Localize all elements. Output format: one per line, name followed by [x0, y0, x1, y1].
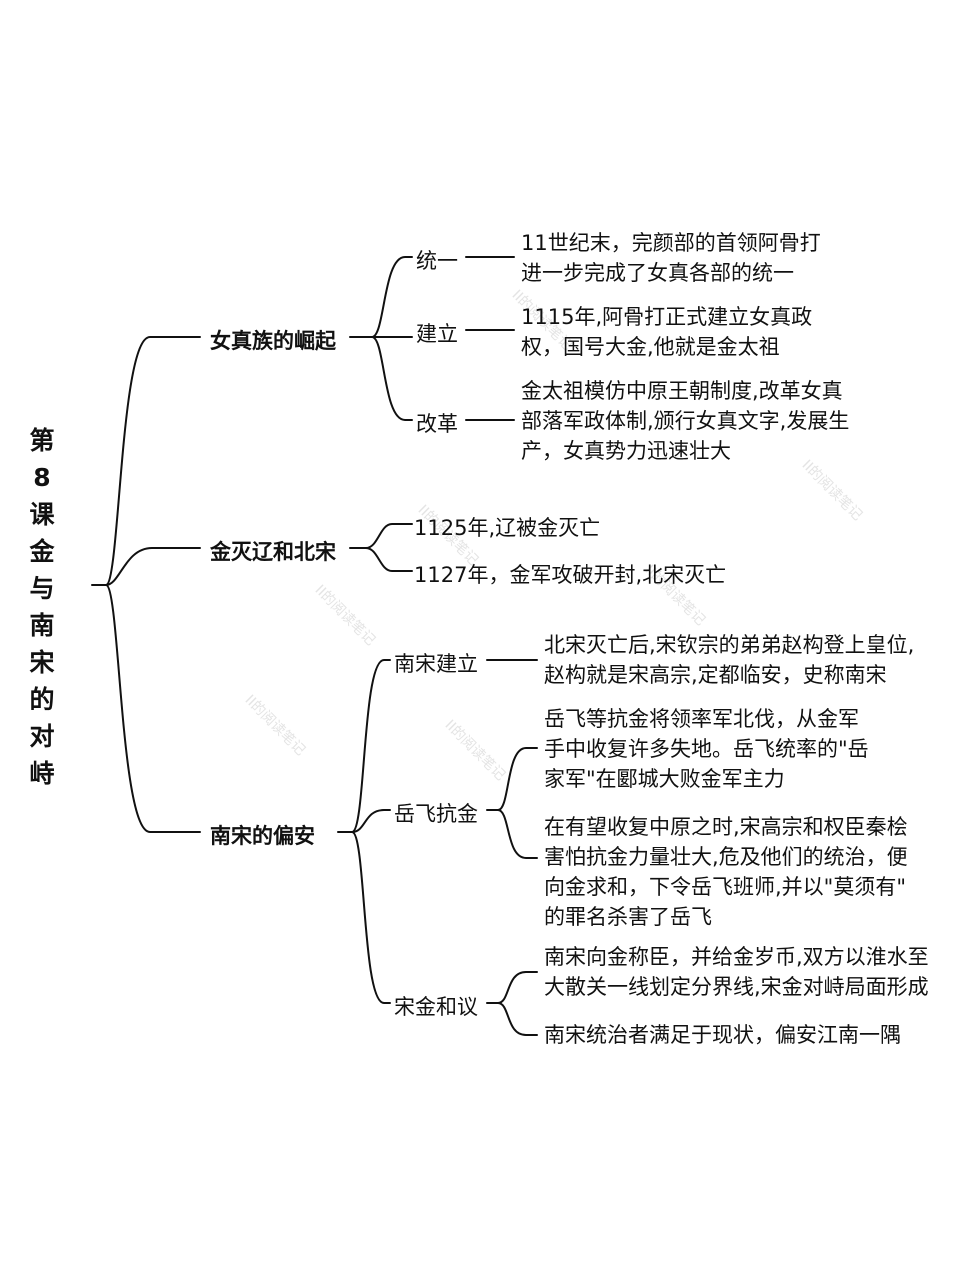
item-liao-destroyed: 1125年,辽被金灭亡	[414, 516, 601, 540]
connector-rise-to-reform	[371, 336, 413, 421]
node-southern-song-founded: 南宋建立	[394, 652, 478, 676]
detail-unify: 11世纪末，完颜部的首领阿骨打 进一步完成了女真各部的统一	[521, 231, 821, 285]
connector-yuefei-to-first	[497, 747, 538, 811]
node-unify: 统一	[416, 249, 458, 273]
connector-peace-to-second	[497, 1002, 538, 1036]
detail-yue-fei-killed: 在有望收复中原之时,宋高宗和权臣秦桧 害怕抗金力量壮大,危及他们的统治，便 向金…	[544, 815, 908, 929]
detail-peace-terms: 南宋向金称臣，并给金岁币,双方以淮水至 大散关一线划定分界线,宋金对峙局面形成	[544, 945, 929, 999]
node-song-jin-peace: 宋金和议	[394, 995, 478, 1019]
root-title-char: 8	[33, 463, 51, 492]
root-title: 第 8 课 金 与 南 宋 的 对 峙	[22, 422, 62, 792]
branch-southern-song: 南宋的偏安	[210, 824, 315, 848]
detail-reform: 金太祖模仿中原王朝制度,改革女真 部落军政体制,颁行女真文字,发展生 产，女真势…	[521, 379, 850, 463]
branch-rise-of-jurchen: 女真族的崛起	[210, 329, 336, 353]
root-title-char: 南	[29, 611, 55, 640]
root-title-char: 的	[29, 685, 55, 714]
connector-peace-to-first	[497, 971, 538, 1004]
connector-rise-to-unify	[371, 256, 413, 338]
node-reform: 改革	[416, 412, 458, 436]
connector-yuefei-to-second	[497, 809, 538, 859]
connector-destroy-to-song	[365, 547, 413, 572]
connector-destroy-to-liao	[365, 523, 413, 549]
branch-jin-destroys-liao-song: 金灭辽和北宋	[210, 540, 336, 564]
root-title-char: 第	[29, 426, 55, 455]
root-title-char: 峙	[29, 759, 55, 788]
root-title-char: 与	[29, 574, 55, 603]
connector-root-to-rise	[105, 336, 201, 586]
node-yue-fei: 岳飞抗金	[394, 802, 478, 826]
root-title-char: 宋	[29, 648, 55, 677]
connector-south-to-found	[351, 659, 391, 833]
item-northern-song-destroyed: 1127年，金军攻破开封,北宋灭亡	[414, 563, 727, 587]
detail-southern-song-founded: 北宋灭亡后,宋钦宗的弟弟赵构登上皇位, 赵构就是宋高宗,定都临安，史称南宋	[544, 633, 915, 687]
root-title-char: 课	[29, 500, 55, 529]
connector-root-to-south	[105, 584, 201, 833]
connector-south-to-yuefei	[351, 809, 391, 833]
detail-peace-outcome: 南宋统治者满足于现状，偏安江南一隅	[544, 1023, 901, 1047]
root-title-char: 金	[29, 537, 55, 566]
connector-south-to-peace	[351, 831, 391, 1004]
detail-yue-fei-campaign: 岳飞等抗金将领率军北伐，从金军 手中收复许多失地。岳飞统率的"岳 家军"在郾城大…	[544, 707, 869, 791]
node-found: 建立	[416, 322, 458, 346]
detail-found: 1115年,阿骨打正式建立女真政 权，国号大金,他就是金太祖	[521, 305, 813, 359]
root-title-char: 对	[29, 722, 55, 751]
connector-root-to-destroy	[105, 547, 201, 586]
